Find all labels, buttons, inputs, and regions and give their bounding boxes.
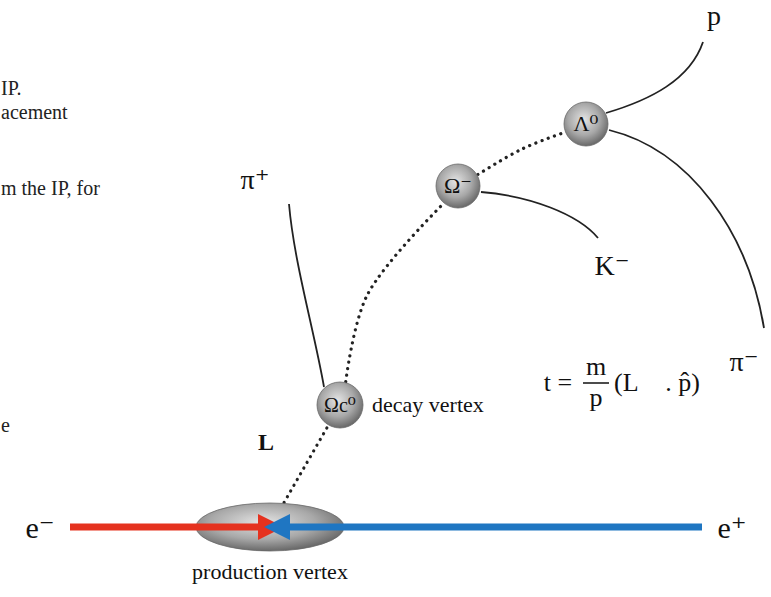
vertex-shape bbox=[195, 502, 345, 552]
particle-label: K⁻ bbox=[595, 251, 630, 282]
particle-label: π⁻ bbox=[730, 347, 759, 378]
particle-label: p bbox=[707, 1, 721, 32]
vertex-caption: production vertex bbox=[192, 560, 348, 584]
omega-vertex: Ω⁻ bbox=[435, 163, 481, 209]
text-fragment: IP. bbox=[1, 77, 22, 99]
pion-track bbox=[289, 204, 324, 387]
particle-label: π⁺ bbox=[241, 165, 270, 196]
vertex-ball bbox=[317, 382, 363, 428]
beam-label: e⁺ bbox=[717, 511, 746, 544]
production-vertex: production vertex bbox=[195, 502, 345, 552]
formula-term: m bbox=[586, 353, 606, 382]
dotted-flight-path bbox=[478, 132, 565, 174]
kaon-track bbox=[481, 192, 598, 238]
beam-arrow bbox=[70, 524, 262, 531]
beam-arrow bbox=[286, 524, 702, 531]
text-fragment: e bbox=[1, 414, 10, 436]
vertex-symbol: Ωc⁰ bbox=[324, 394, 356, 416]
text-fragment: acement bbox=[1, 101, 68, 123]
vertex-caption: decay vertex bbox=[372, 393, 484, 417]
vertex-ball bbox=[564, 102, 608, 146]
decay-vertex: Ωc⁰decay vertex bbox=[316, 381, 364, 429]
beam-label: e⁻ bbox=[25, 511, 54, 544]
vertex-symbol: Λ⁰ bbox=[574, 112, 599, 136]
proton-track bbox=[606, 42, 703, 113]
formula-term: t = bbox=[544, 369, 572, 398]
text-fragment: m the IP, for bbox=[1, 177, 100, 199]
formula-term: p bbox=[590, 384, 603, 413]
lambda-vertex: Λ⁰ bbox=[563, 101, 609, 147]
vertex-symbol: Ω⁻ bbox=[444, 174, 472, 198]
dotted-flight-path bbox=[346, 204, 444, 382]
pion-track bbox=[609, 130, 764, 328]
edge-label: L bbox=[256, 429, 276, 455]
vertex-ball bbox=[436, 164, 480, 208]
beam-arrowhead bbox=[264, 514, 290, 540]
formula-term: (L⃗ . p̂) bbox=[614, 369, 700, 398]
dotted-flight-path bbox=[284, 426, 328, 503]
